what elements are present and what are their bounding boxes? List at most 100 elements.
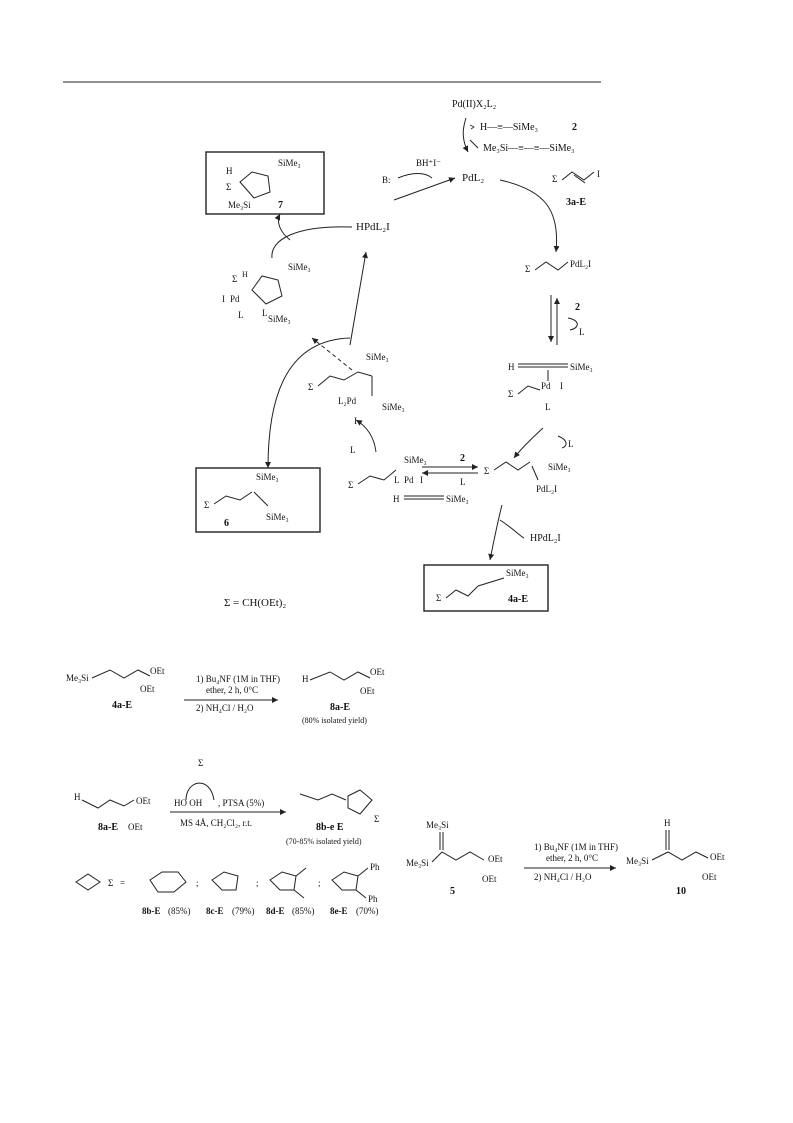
ph-top: Ph <box>370 862 380 872</box>
s4-chain-p <box>651 851 709 861</box>
s3-reactant-label: 8a-E <box>98 822 118 833</box>
precatalyst-text: Pd(II)X₂L₂ <box>452 99 496 110</box>
l-loss2-text: L <box>568 439 574 449</box>
label-3aE: 3a-E <box>566 197 586 208</box>
s2-OEt2-p: OEt <box>360 686 375 696</box>
s4-OEt1-p: OEt <box>710 852 725 862</box>
p6-SiMe3-top: SiMe₃ <box>256 472 279 482</box>
l-loss2-arc <box>557 435 567 449</box>
pci-Pd: Pd <box>230 294 240 304</box>
deprotection-scheme: Me₃Si OEt OEt 4a-E 1) Bu₄NF (1M in THF) … <box>66 666 385 725</box>
p4-SiMe3: SiMe₃ <box>506 568 529 578</box>
p7-SiMe3: SiMe₃ <box>278 158 301 168</box>
eq2-L-label: L <box>460 477 466 487</box>
opt-8bE-yield: (85%) <box>168 906 191 916</box>
wavy-mark <box>469 124 475 130</box>
label-4aE: 4a-E <box>508 594 528 605</box>
s2-cond3: 2) NH₄Cl / H₂O <box>196 703 254 713</box>
l2pd-SiMe3-bottom: SiMe₃ <box>382 402 405 412</box>
s2-OEt2-r: OEt <box>140 684 155 694</box>
s2-Me3Si: Me₃Si <box>66 673 89 683</box>
s2-H: H <box>302 674 309 684</box>
dashed-arrow <box>311 337 353 371</box>
s4-chain-r <box>431 851 485 863</box>
pci-L2: L <box>262 308 268 318</box>
s4-cond2: ether, 2 h, 0°C <box>546 853 598 863</box>
box-6 <box>195 467 321 533</box>
elim-arrow-up <box>349 251 368 346</box>
s2-cond1: 1) Bu₄NF (1M in THF) <box>196 674 280 684</box>
opt-8dE-yield: (85%) <box>292 906 315 916</box>
box-7 <box>205 151 325 215</box>
s3-diol-sigma: Σ <box>198 758 203 768</box>
pci-sigma: Σ <box>232 274 237 284</box>
dioxolane-ring <box>211 871 239 891</box>
arrow-to-7 <box>274 213 291 241</box>
vinyl-pd-complex: Σ PdL₂I <box>525 259 591 274</box>
s2-product-label: 8a-E <box>330 702 350 713</box>
l2pd-I: I <box>354 416 357 426</box>
product-6-box: SiMe₃ Σ SiMe₃ 6 <box>195 467 321 533</box>
s3-OEt1: OEt <box>136 796 151 806</box>
arc-to-hpd <box>271 226 353 259</box>
def-generic-ring <box>75 873 101 891</box>
lpa-I: I <box>420 475 423 485</box>
box-4aE <box>423 564 549 612</box>
s2-chain-p <box>309 671 371 681</box>
lpa-L: L <box>394 475 400 485</box>
s4-OEt2-p: OEt <box>702 872 717 882</box>
pi-Pd: Pd <box>541 381 551 391</box>
pi-vinyl <box>517 385 541 395</box>
l2pd-sigma: Σ <box>308 382 313 392</box>
product-7-box: H Σ SiMe₃ Me₃Si 7 <box>205 151 325 215</box>
s3-yield: (70-85% isolated yield) <box>286 837 362 846</box>
s3-cond: MS 4Å, CH₂Cl₂, r.t. <box>180 818 252 828</box>
p7-Me3Si: Me₃Si <box>228 200 251 210</box>
pi-SiMe3: SiMe₃ <box>570 362 593 372</box>
p4-sigma: Σ <box>436 593 441 603</box>
pci-I: I <box>222 294 225 304</box>
lpa-alkyne-SiMe3: SiMe₃ <box>446 494 469 504</box>
opt-8eE-label: 8e-E <box>330 906 348 916</box>
hpd-branch <box>499 519 525 539</box>
s3-diol-text: HO OH <box>174 798 203 808</box>
dpd-pd: PdL₂I <box>536 484 557 494</box>
diyne-arrow <box>469 139 479 149</box>
dioxane-ring <box>149 871 187 893</box>
l2pd-complex: SiMe₃ Σ L₂Pd I SiMe₃ <box>308 352 405 426</box>
pi-sigma: Σ <box>508 389 513 399</box>
l2pd-text: L₂Pd <box>338 396 357 406</box>
s2-reactant-label: 4a-E <box>112 700 132 711</box>
acetalization-scheme: H OEt OEt 8a-E Σ HO OH , PTSA (5%) MS 4Å… <box>74 758 380 916</box>
arrow-to-6 <box>265 337 351 469</box>
dpd-SiMe3: SiMe₃ <box>548 462 571 472</box>
s4-Me3Si-left: Me₃Si <box>406 858 429 868</box>
s4-cond3: 2) NH₄Cl / H₂O <box>534 872 592 882</box>
s3-ring-sigma: Σ <box>374 814 379 824</box>
vinyl-chain-3a <box>561 171 595 181</box>
s2-OEt1-r: OEt <box>150 666 165 676</box>
s3-H: H <box>74 792 81 802</box>
label-6: 6 <box>224 518 229 529</box>
s3-diol-arc <box>185 782 215 801</box>
pci-L1: L <box>238 310 244 320</box>
arrow-to-4aE <box>488 504 503 561</box>
compound-2-label: 2 <box>572 122 577 133</box>
pdl2-text: PdL₂ <box>462 172 484 184</box>
s4-product-label: 10 <box>676 886 686 897</box>
lpa-H: H <box>393 494 400 504</box>
dienyl-pd: Σ SiMe₃ PdL₂I <box>484 461 571 494</box>
sigma-definition: Σ = CH(OEt)₂ <box>224 597 286 609</box>
sep-2: ; <box>256 878 259 888</box>
ph-bottom: Ph <box>368 894 378 904</box>
dienyl-pd-alkyne: Σ SiMe₃ L Pd I H SiMe₃ <box>348 455 469 504</box>
def-equals: = <box>120 878 125 888</box>
vinyl-iodide-3aE: Σ I 3a-E <box>552 169 600 208</box>
opt-8dE-label: 8d-E <box>266 906 285 916</box>
p7-H: H <box>226 166 233 176</box>
dpd-bond <box>531 465 539 481</box>
pi-H: H <box>508 362 515 372</box>
lpa-sigma: Σ <box>348 480 353 490</box>
s3-product-label: 8b-e E <box>316 822 344 833</box>
p7-ring <box>239 171 271 199</box>
